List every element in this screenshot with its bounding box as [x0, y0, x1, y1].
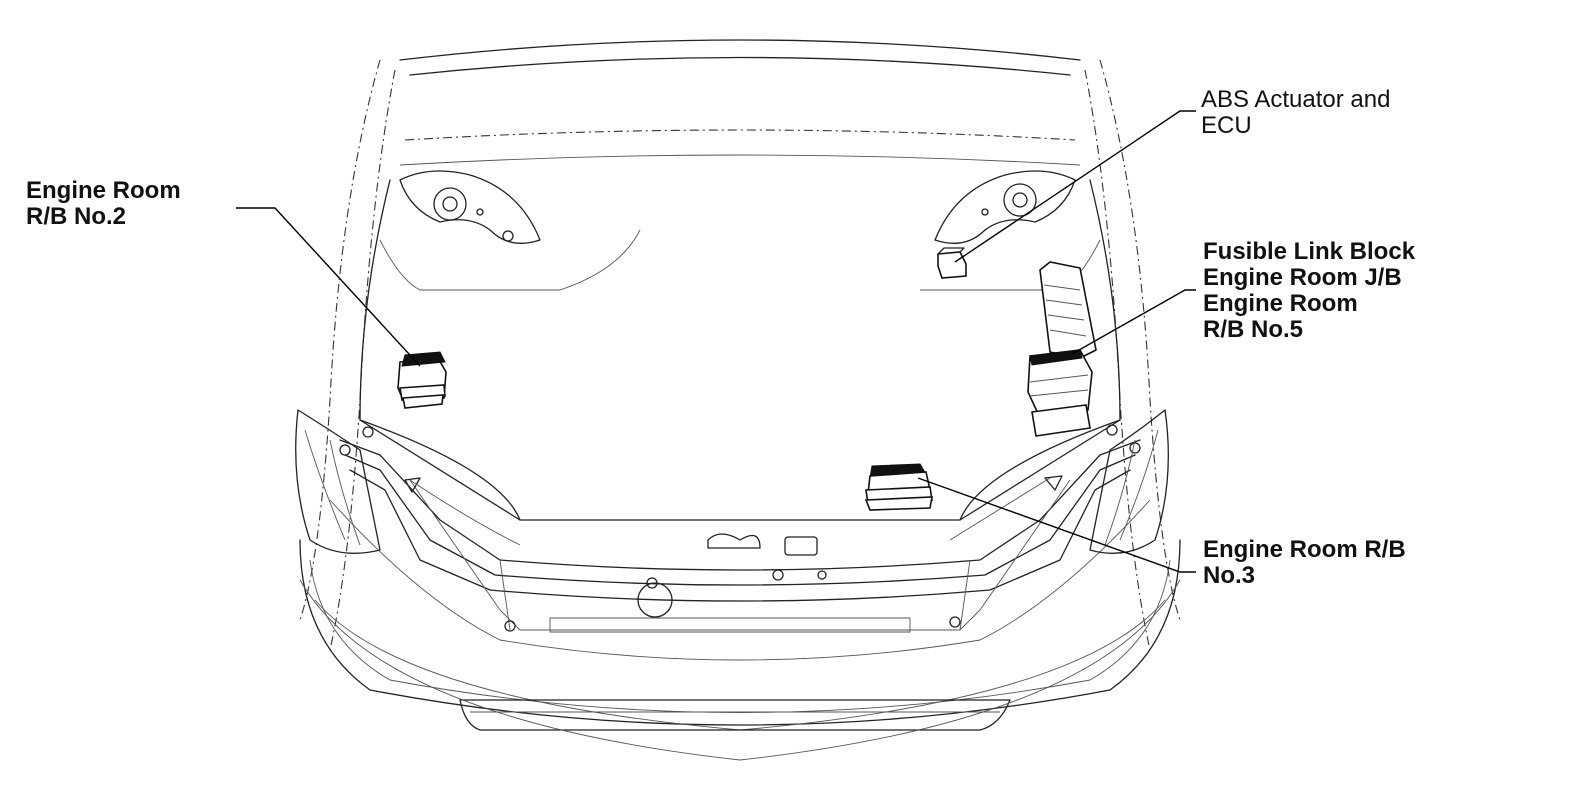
label-fusible-link-line1: Fusible Link Block — [1203, 238, 1416, 265]
label-fusible-link: Fusible Link Block Engine Room J/B Engin… — [1203, 239, 1415, 343]
label-engine-room-rb2-line2: R/B No.2 — [26, 203, 127, 230]
strut-tower-right — [934, 170, 1076, 244]
label-abs-actuator-line1: ABS Actuator and — [1201, 86, 1391, 113]
strut-tower-left — [399, 170, 541, 244]
front-bumper — [299, 539, 1181, 761]
label-abs-actuator-line2: ECU — [1201, 112, 1252, 139]
label-engine-room-rb3: Engine Room R/B No.3 — [1203, 537, 1406, 589]
label-engine-room-rb3-line2: No.3 — [1203, 562, 1256, 589]
label-abs-actuator: ABS Actuator and ECU — [1201, 87, 1390, 139]
engine-room-rb2-box — [397, 351, 447, 409]
engine-room-rb3-box — [864, 463, 933, 511]
car-body-outline — [295, 39, 1181, 761]
label-fusible-link-line3: Engine Room — [1203, 290, 1358, 317]
label-engine-room-rb2: Engine Room R/B No.2 — [26, 178, 181, 230]
headlight-right — [1089, 409, 1169, 554]
leader-fusible — [1071, 289, 1196, 355]
leader-lines — [236, 110, 1196, 573]
fusible-link-block — [1027, 261, 1097, 437]
label-fusible-link-line2: Engine Room J/B — [1203, 264, 1402, 291]
leader-rb2 — [236, 207, 421, 367]
label-engine-room-rb3-line1: Engine Room R/B — [1203, 536, 1406, 563]
label-fusible-link-line4: R/B No.5 — [1203, 316, 1304, 343]
headlight-left — [295, 409, 381, 554]
label-engine-room-rb2-line1: Engine Room — [26, 177, 181, 204]
hood-latch — [499, 533, 971, 633]
abs-actuator-box — [937, 247, 967, 279]
leader-rb3 — [917, 477, 1196, 573]
leader-abs — [954, 110, 1196, 263]
